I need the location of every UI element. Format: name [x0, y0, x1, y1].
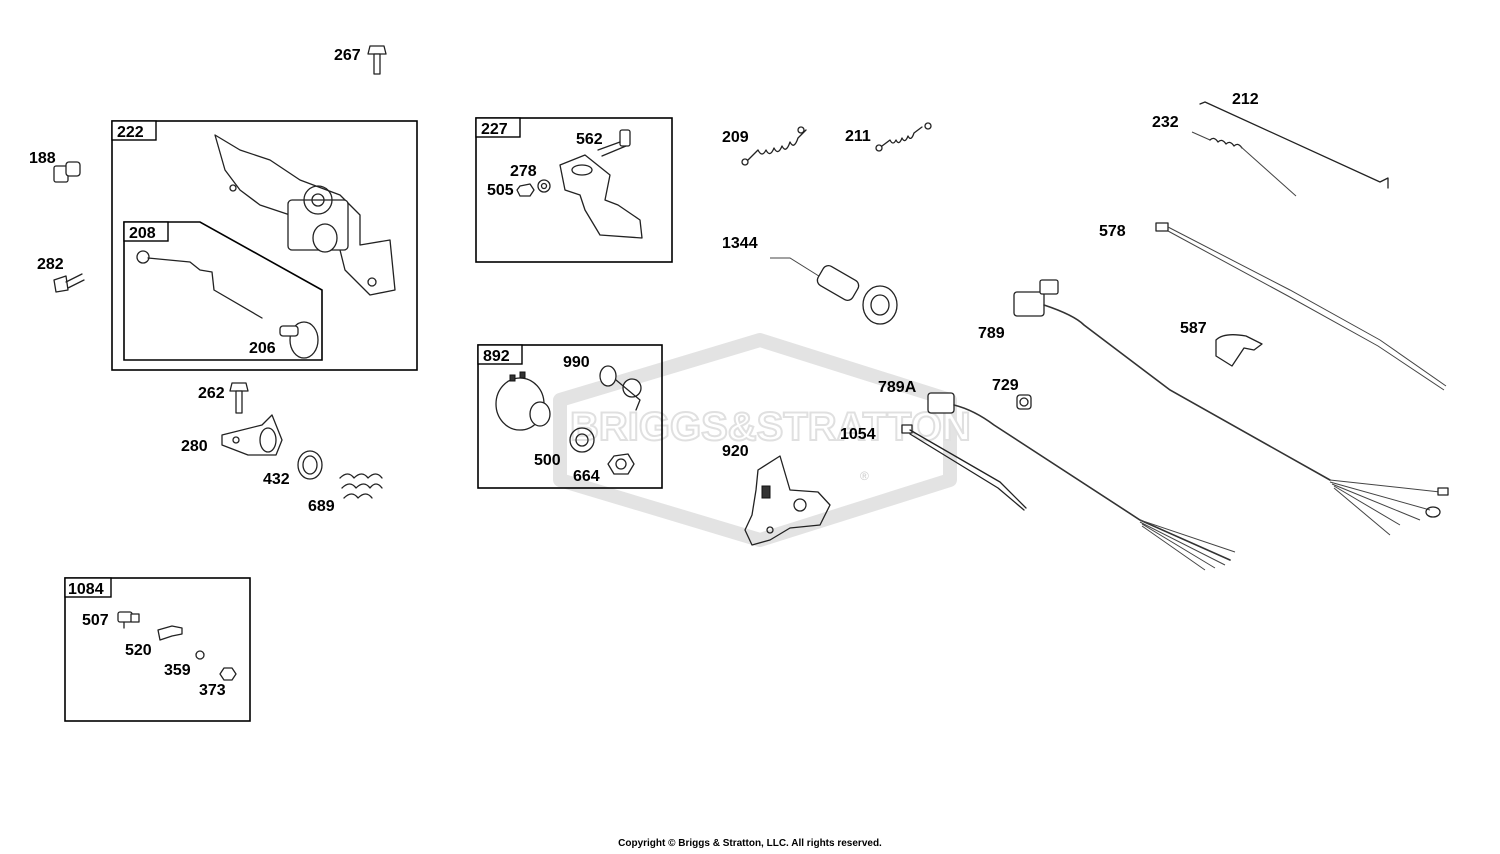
- label-1344: 1344: [722, 235, 758, 252]
- part-664-nut[interactable]: [607, 453, 635, 475]
- label-209: 209: [722, 129, 749, 146]
- watermark-logo: BRIGGS&STRATTON ®: [553, 333, 972, 547]
- part-789A-wire-harness[interactable]: [927, 392, 1236, 571]
- part-262-bolt[interactable]: [229, 382, 249, 414]
- label-562: 562: [576, 131, 603, 148]
- assembly-label-227: 227: [481, 121, 508, 138]
- part-789-main-harness[interactable]: [1013, 279, 1449, 536]
- part-209-spring[interactable]: [741, 126, 807, 166]
- label-689: 689: [308, 498, 335, 515]
- label-373: 373: [199, 682, 226, 699]
- label-267: 267: [334, 47, 361, 64]
- part-280-bracket[interactable]: [221, 414, 283, 456]
- label-507: 507: [82, 612, 109, 629]
- assembly-label-222: 222: [117, 124, 144, 141]
- part-892-ignition-switch[interactable]: [495, 371, 551, 431]
- label-500: 500: [534, 452, 561, 469]
- label-262: 262: [198, 385, 225, 402]
- part-578-wire[interactable]: [1155, 222, 1447, 391]
- label-432: 432: [263, 471, 290, 488]
- label-232: 232: [1152, 114, 1179, 131]
- part-729-clip[interactable]: [1016, 394, 1032, 410]
- label-1054: 1054: [840, 426, 876, 443]
- assembly-box-892[interactable]: 892: [477, 344, 663, 489]
- watermark-registered-mark: ®: [860, 469, 869, 483]
- assembly-label-1084: 1084: [68, 581, 104, 598]
- part-507-switch[interactable]: [117, 611, 140, 629]
- part-212-rod[interactable]: [1199, 101, 1389, 189]
- label-664: 664: [573, 468, 600, 485]
- label-505: 505: [487, 182, 514, 199]
- label-188: 188: [29, 150, 56, 167]
- part-227-bracket[interactable]: [559, 154, 643, 239]
- part-188-flange-nut[interactable]: [53, 161, 81, 183]
- part-920-mounting-bracket[interactable]: [744, 455, 831, 546]
- part-211-spring[interactable]: [875, 122, 932, 152]
- label-280: 280: [181, 438, 208, 455]
- label-789: 789: [978, 325, 1005, 342]
- label-359: 359: [164, 662, 191, 679]
- part-278-washer[interactable]: [537, 179, 551, 193]
- label-990: 990: [563, 354, 590, 371]
- part-222-solenoid-bracket[interactable]: [214, 134, 396, 296]
- label-520: 520: [125, 642, 152, 659]
- part-689-spring[interactable]: [339, 473, 383, 499]
- part-206-knob[interactable]: [279, 321, 319, 359]
- part-505-nut[interactable]: [516, 183, 535, 197]
- part-1054-cable-tie[interactable]: [901, 424, 1027, 511]
- part-562-bolt[interactable]: [597, 129, 631, 157]
- part-282-bolt[interactable]: [53, 273, 85, 293]
- label-206: 206: [249, 340, 276, 357]
- part-520-terminal[interactable]: [157, 625, 183, 641]
- part-232-spring[interactable]: [1191, 131, 1297, 197]
- label-578: 578: [1099, 223, 1126, 240]
- copyright-footer: Copyright © Briggs & Stratton, LLC. All …: [618, 838, 882, 849]
- assembly-box-208[interactable]: 208: [123, 221, 323, 361]
- assembly-box-222[interactable]: 222: [111, 120, 418, 371]
- part-432-bushing[interactable]: [297, 450, 323, 480]
- label-211: 211: [845, 128, 871, 145]
- part-373-nut[interactable]: [219, 667, 237, 681]
- part-267-bolt[interactable]: [367, 45, 387, 75]
- part-208-link-rod[interactable]: [136, 250, 263, 319]
- assembly-label-892: 892: [483, 348, 510, 365]
- label-587: 587: [1180, 320, 1207, 337]
- watermark-text: BRIGGS&STRATTON: [570, 405, 971, 449]
- label-212: 212: [1232, 91, 1259, 108]
- assembly-box-1084[interactable]: 1084: [64, 577, 251, 722]
- part-359-washer[interactable]: [195, 650, 205, 660]
- part-587-cover[interactable]: [1215, 334, 1263, 367]
- label-920: 920: [722, 443, 749, 460]
- part-990-key[interactable]: [599, 365, 642, 411]
- part-1344-choke-cable[interactable]: [770, 257, 898, 325]
- assembly-label-208: 208: [129, 225, 156, 242]
- label-789A: 789A: [878, 379, 917, 396]
- label-278: 278: [510, 163, 537, 180]
- assembly-box-227[interactable]: 227: [475, 117, 673, 263]
- callout-labels: 267 188 282 206 262 280 432 689 562 278 …: [29, 47, 1259, 699]
- label-282: 282: [37, 256, 64, 273]
- label-729: 729: [992, 377, 1019, 394]
- part-500-lock-washer[interactable]: [569, 427, 595, 453]
